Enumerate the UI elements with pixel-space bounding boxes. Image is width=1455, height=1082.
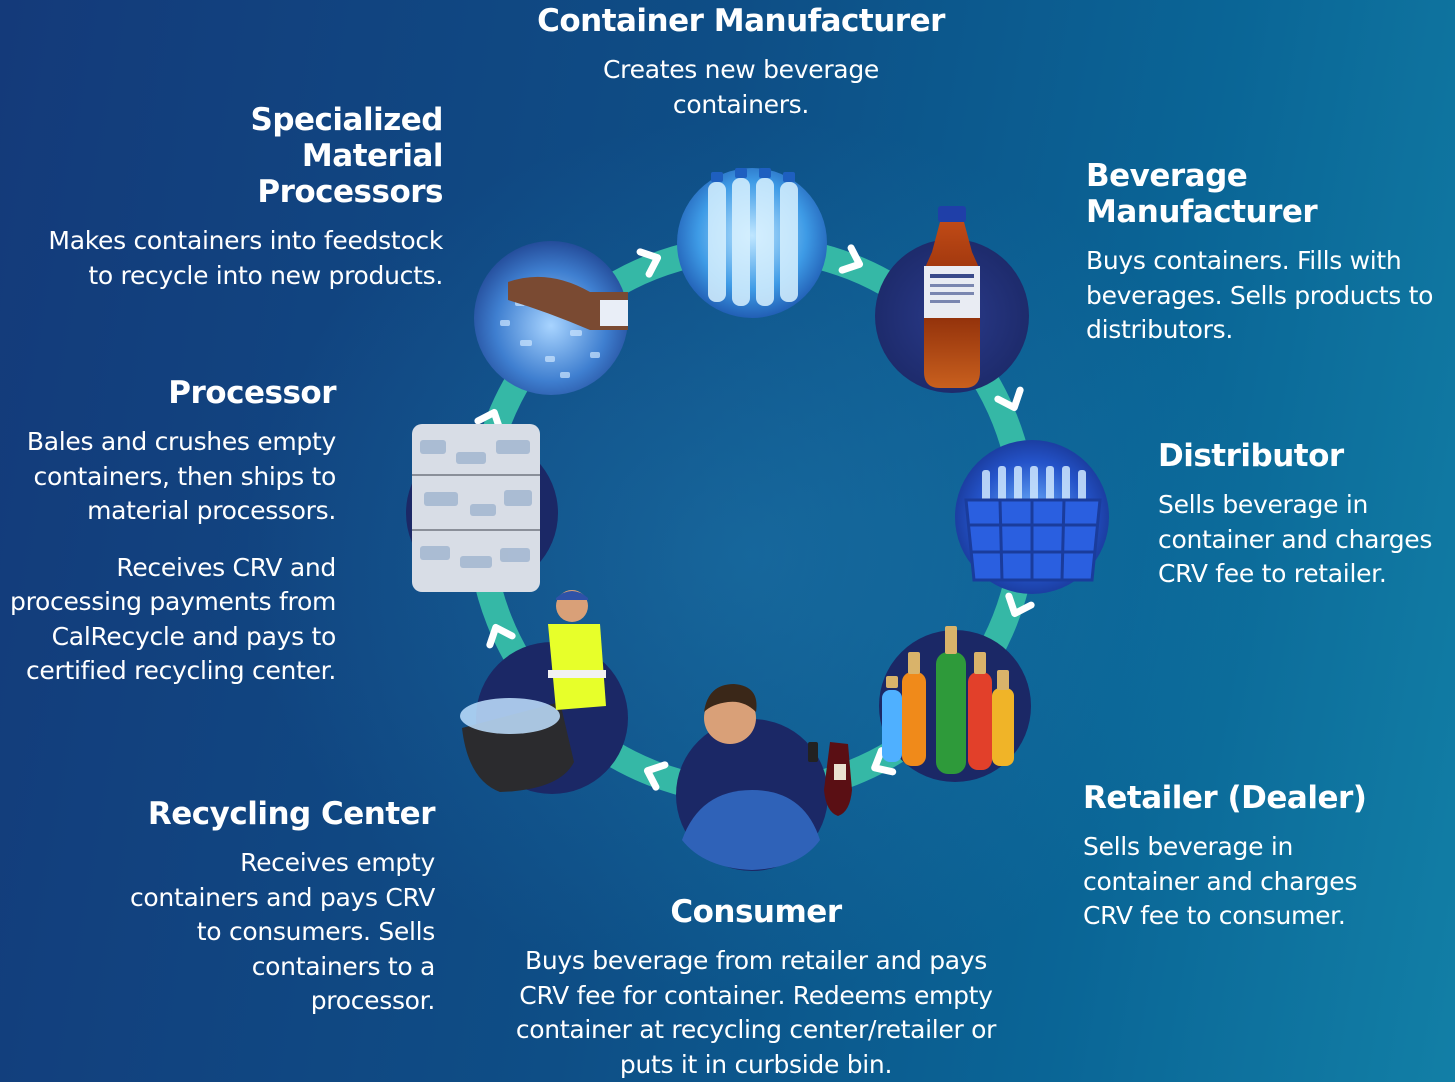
stage-title: Retailer (Dealer): [1083, 780, 1367, 816]
glass-bottles-icon: [879, 626, 1031, 782]
arrow-icon: [636, 248, 662, 278]
arrow-icon: [994, 386, 1024, 412]
stage-processor: Processor Bales and crushes empty contai…: [4, 375, 337, 689]
plastic-flakes-icon: [474, 241, 628, 395]
stage-consumer: Consumer Buys beverage from retailer and…: [506, 894, 1006, 1082]
stage-title: Processor: [168, 375, 336, 411]
bale-icon: [406, 424, 558, 592]
stage-beverage-manufacturer: Beverage Manufacturer Buys containers. F…: [1086, 158, 1446, 348]
arrow-icon: [486, 623, 516, 649]
stage-description: Makes containers into feedstock to recyc…: [48, 226, 443, 290]
recycling-bin-photo-icon: [460, 590, 628, 794]
stage-title: Recycling Center: [147, 796, 436, 832]
stage-description: Sells beverage in container and charges …: [1158, 490, 1433, 588]
arrow-icon: [1005, 592, 1035, 618]
stage-description-secondary: Receives CRV and processing payments fro…: [10, 552, 336, 686]
consumer-photo-icon: [676, 684, 852, 871]
stage-specialized-processors: Specialized Material Processors Makes co…: [20, 102, 443, 293]
stage-description: Creates new beverage containers.: [603, 55, 879, 119]
stage-title: Container Manufacturer: [537, 3, 945, 39]
cycle-arrows: [474, 244, 1035, 791]
crate-icon: [955, 440, 1109, 594]
stage-description: Sells beverage in container and charges …: [1083, 832, 1358, 930]
stage-description: Bales and crushes empty containers, then…: [26, 427, 336, 525]
stage-title: Consumer: [670, 894, 842, 930]
stage-distributor: Distributor Sells beverage in container …: [1158, 438, 1448, 592]
stage-recycling-center: Recycling Center Receives empty containe…: [95, 796, 436, 1019]
stage-title: Distributor: [1158, 438, 1344, 474]
stage-description: Buys beverage from retailer and pays CRV…: [515, 946, 997, 1079]
stage-title: Specialized Material Processors: [250, 102, 444, 210]
stage-title: Beverage Manufacturer: [1086, 158, 1318, 230]
stage-container-manufacturer: Container Manufacturer Creates new bever…: [531, 3, 951, 122]
stage-description: Buys containers. Fills with beverages. S…: [1086, 246, 1434, 344]
stage-retailer: Retailer (Dealer) Sells beverage in cont…: [1083, 780, 1373, 934]
arrow-icon: [643, 761, 669, 791]
arrow-icon: [838, 244, 864, 274]
stage-description: Receives empty containers and pays CRV t…: [129, 848, 435, 1015]
soda-bottle-icon: [875, 206, 1029, 393]
arrow-icon: [871, 747, 897, 776]
bottles-icon: [677, 168, 827, 318]
